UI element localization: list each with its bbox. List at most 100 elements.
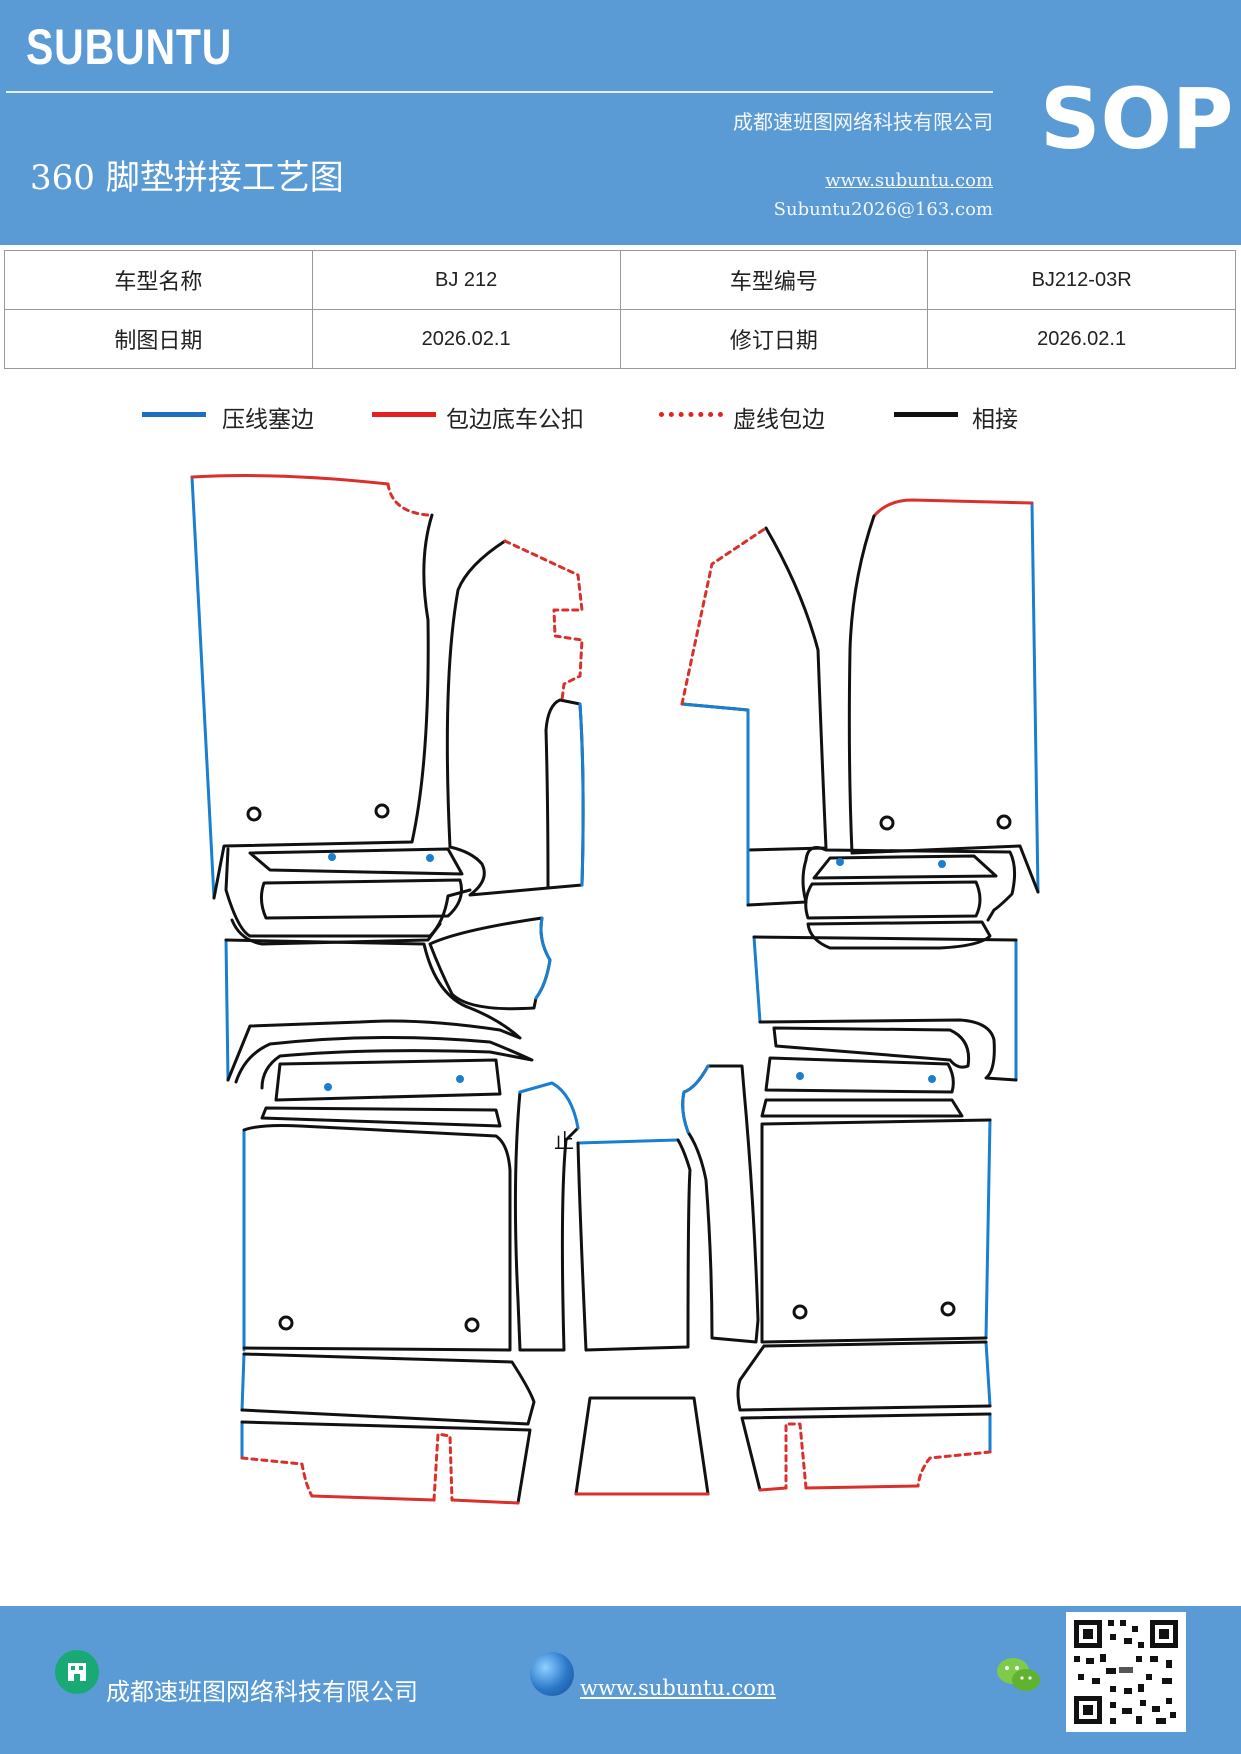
wrap-edge (758, 1486, 788, 1492)
legend-swatch-blue (142, 412, 206, 417)
joint-edge (513, 1090, 580, 1352)
front-left-mat (190, 474, 434, 900)
press-edge (190, 475, 216, 900)
marker-dot (836, 858, 844, 866)
fixing-hole (996, 814, 1012, 830)
press-edge (518, 1081, 580, 1130)
press-edge (984, 1340, 992, 1408)
model-name-label: 车型名称 (4, 250, 313, 310)
joint-edge (806, 920, 992, 950)
joint-edge (746, 858, 808, 907)
fixing-hole (374, 803, 390, 819)
vehicle-info-table: 车型名称 BJ 212 车型编号 BJ212-03R 制图日期 2026.02.… (4, 250, 1236, 369)
revise-date-label: 修订日期 (619, 309, 929, 369)
wrap-edge (804, 1484, 920, 1490)
front-right-mat (847, 498, 1040, 894)
page-title: 360 脚垫拼接工艺图 (30, 158, 344, 198)
building-icon (55, 1650, 99, 1694)
joint-edge (752, 935, 1018, 1082)
fixing-hole (940, 1301, 956, 1317)
joint-edge (260, 1106, 502, 1128)
joint-edge (259, 878, 463, 920)
joint-edge (804, 880, 982, 920)
legend-swatch-red-dotted (659, 412, 723, 417)
joint-edge (812, 854, 998, 880)
joint-edge (804, 846, 1017, 922)
marker-dot (324, 1083, 332, 1091)
model-name-value: BJ 212 (311, 250, 621, 310)
joint-edge (680, 526, 828, 852)
joint-edge (740, 1412, 992, 1492)
wechat-icon[interactable] (995, 1653, 1043, 1697)
press-edge (576, 1138, 680, 1145)
dotted-wrap-edge (432, 1432, 454, 1502)
joint-edge (212, 513, 434, 900)
joint-edge (760, 1098, 964, 1118)
dotted-wrap-edge (784, 1422, 808, 1490)
rear-left-lower-strip (240, 1352, 536, 1426)
press-edge (534, 916, 552, 1000)
email-address: Subuntu2026@163.com (773, 199, 993, 220)
press-edge (752, 935, 762, 1024)
wrap-edge (310, 1494, 436, 1502)
press-edge (681, 1064, 710, 1134)
joint-edge (240, 1420, 532, 1505)
fixing-hole (879, 815, 895, 831)
wrap-edge (450, 1498, 520, 1505)
left-tunnel-strip (513, 1081, 580, 1352)
marker-dot (328, 853, 336, 861)
joint-edge (764, 1056, 955, 1094)
joint-edge (224, 847, 472, 938)
dotted-wrap-edge (503, 539, 584, 702)
draw-date-value: 2026.02.1 (311, 309, 621, 369)
globe-icon (530, 1652, 574, 1696)
company-name: 成都速班图网络科技有限公司 (733, 110, 993, 134)
model-code-label: 车型编号 (619, 250, 929, 310)
joint-edge (242, 1124, 512, 1352)
joint-edge (224, 938, 522, 1082)
joint-edge (681, 1064, 760, 1344)
front-left-heel-pads (224, 847, 472, 946)
middle-right-heel-pads (760, 1026, 971, 1118)
legend-swatch-red (372, 412, 436, 417)
press-edge (984, 1118, 992, 1340)
floor-mat-diagram: 止 (190, 474, 1040, 1505)
joint-edge (574, 1396, 710, 1496)
press-edge (680, 702, 750, 907)
legend: 压线塞边 包边底车公扣 虚线包边 相接 (0, 400, 1241, 440)
joint-edge (760, 1118, 992, 1344)
legend-label: 相接 (972, 407, 1018, 433)
center-tunnel-mat: 止 (554, 1129, 692, 1352)
header-banner: SUBUNTU 成都速班图网络科技有限公司 360 脚垫拼接工艺图 www.su… (0, 0, 1241, 245)
marker-dot (938, 860, 946, 868)
front-left-side-strip (445, 539, 585, 897)
table-row: 制图日期 2026.02.1 修订日期 2026.02.1 (4, 309, 1236, 369)
dotted-wrap-edge (680, 526, 768, 706)
joint-edge (445, 539, 585, 897)
joint-edge (274, 1058, 502, 1102)
front-right-heel-pads (804, 846, 1017, 950)
legend-label: 虚线包边 (733, 407, 825, 433)
press-edge (1030, 501, 1040, 894)
press-edge (240, 1352, 246, 1412)
joint-edge (576, 1138, 692, 1352)
marker-dot (456, 1075, 464, 1083)
footer-website-link[interactable]: www.subuntu.com (580, 1676, 776, 1700)
joint-edge (847, 514, 1040, 894)
header-divider (6, 91, 993, 93)
joint-edge (240, 1352, 536, 1426)
press-edge (224, 938, 230, 1082)
rear-right-corner (740, 1412, 992, 1492)
press-edge (578, 702, 585, 887)
stray-mark: 止 (554, 1129, 574, 1153)
middle-left-panel (224, 916, 552, 1082)
legend-label: 压线塞边 (222, 407, 314, 433)
middle-left-heel-pads (234, 1035, 534, 1128)
joint-edge (230, 918, 442, 946)
fixing-hole (246, 806, 262, 822)
table-row: 车型名称 BJ 212 车型编号 BJ212-03R (4, 250, 1236, 310)
draw-date-label: 制图日期 (4, 309, 313, 369)
website-link[interactable]: www.subuntu.com (825, 170, 993, 191)
rear-left-mat (242, 1124, 512, 1352)
front-right-side-strip (680, 526, 828, 907)
